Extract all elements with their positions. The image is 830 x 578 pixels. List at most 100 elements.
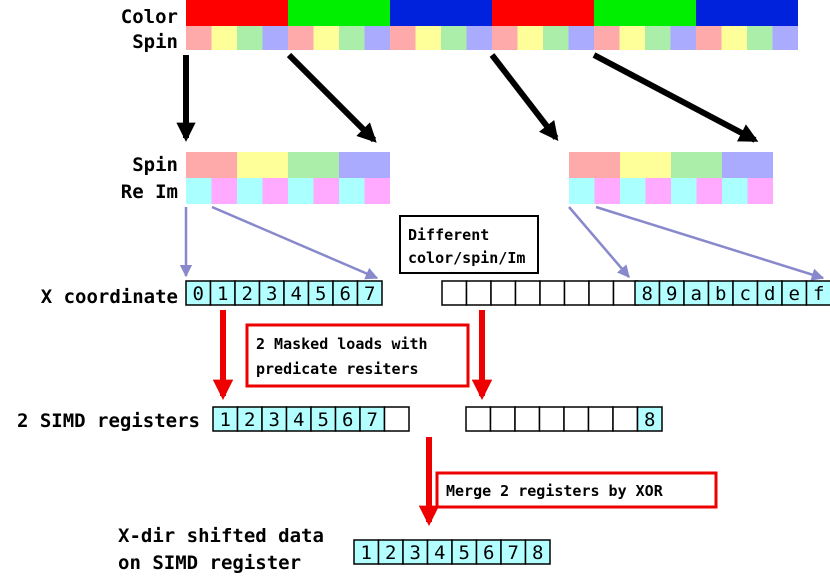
reim-cell <box>620 178 646 204</box>
register-cell <box>465 280 492 306</box>
spin-cell-top <box>186 26 212 50</box>
spin-strip-top <box>186 26 798 50</box>
reim-cell <box>211 178 237 204</box>
register-cell-value: b <box>715 283 726 305</box>
spin-cell-top <box>645 26 671 50</box>
register-cell <box>658 280 685 306</box>
reim-cell <box>339 178 365 204</box>
register-cell <box>707 280 734 306</box>
register-cell-value: 7 <box>364 283 375 305</box>
different-box: Different color/spin/Im <box>399 215 539 274</box>
merge-text: Merge 2 registers by XOR <box>446 482 664 500</box>
register-cell-value: 6 <box>340 283 351 305</box>
register-cell-value: 5 <box>315 283 326 305</box>
register-cell-value: f <box>813 283 824 305</box>
color-block-green-1 <box>288 0 390 26</box>
register-cell <box>539 280 566 306</box>
reim-cell <box>645 178 671 204</box>
simd-registers-label: 2 SIMD registers <box>17 410 200 432</box>
register-cell-value: 1 <box>220 409 231 431</box>
reim-cell <box>747 178 773 204</box>
masked-line2: predicate resiters <box>256 360 419 378</box>
reim-cell <box>696 178 722 204</box>
black-arrow-4 <box>592 52 759 143</box>
register-cell <box>489 406 516 432</box>
register-cell-value: 2 <box>242 283 253 305</box>
shifted-label-line2: on SIMD register <box>118 552 301 574</box>
register-cell-value: 0 <box>193 283 204 305</box>
register-cell <box>402 539 429 565</box>
register-cell <box>756 280 783 306</box>
register-cell-value: e <box>789 283 800 305</box>
color-block-blue-1 <box>390 0 492 26</box>
spin-cell-mid <box>237 152 288 178</box>
spin-cell-top <box>721 26 747 50</box>
register-cell <box>781 280 808 306</box>
simd-register-right: 8 <box>465 406 663 432</box>
color-strip <box>186 0 798 26</box>
purple-arrow-3 <box>568 206 630 278</box>
register-cell <box>588 280 615 306</box>
color-block-red-1 <box>186 0 288 26</box>
register-cell-value: 3 <box>266 283 277 305</box>
reim-cell <box>364 178 390 204</box>
register-cell-value: c <box>740 283 751 305</box>
spin-strip-mid-left <box>186 152 390 178</box>
reim-strip-left <box>186 178 390 204</box>
register-cell-value: 4 <box>434 542 445 564</box>
register-cell <box>465 406 492 432</box>
spin-cell-top <box>364 26 390 50</box>
register-cell <box>634 280 661 306</box>
register-cell-value: 2 <box>385 542 396 564</box>
register-cell <box>353 539 380 565</box>
spin-cell-top <box>696 26 722 50</box>
spin-cell-top <box>772 26 798 50</box>
register-cell-value: 3 <box>269 409 280 431</box>
register-cell-value: 1 <box>217 283 228 305</box>
register-cell <box>334 406 361 432</box>
color-block-red-2 <box>492 0 594 26</box>
reim-cell <box>288 178 314 204</box>
register-cell <box>612 406 639 432</box>
register-cell <box>359 406 386 432</box>
reim-cell <box>569 178 595 204</box>
spin-cell-top <box>594 26 620 50</box>
register-cell-value: 7 <box>508 542 519 564</box>
register-cell <box>356 280 383 306</box>
register-cell-value: 1 <box>361 542 372 564</box>
shifted-label-line1: X-dir shifted data <box>118 525 324 547</box>
spin-label-mid: Spin <box>132 154 178 176</box>
reim-strip-right <box>569 178 773 204</box>
register-cell-value: 5 <box>318 409 329 431</box>
register-cell-value: 9 <box>666 283 677 305</box>
purple-arrow-2 <box>211 205 379 280</box>
spin-cell-top <box>237 26 263 50</box>
register-cell <box>441 280 468 306</box>
register-cell-value: a <box>691 283 702 305</box>
register-cell-value: 8 <box>532 542 543 564</box>
register-cell-value: 8 <box>644 409 655 431</box>
masked-line1: 2 Masked loads with <box>256 335 428 353</box>
spin-cell-top <box>619 26 645 50</box>
x-coordinate-register-empty <box>441 280 639 306</box>
register-cell <box>805 280 830 306</box>
black-arrow-3 <box>489 53 559 142</box>
spin-cell-mid <box>620 152 671 178</box>
spin-cell-top <box>543 26 569 50</box>
register-cell-value: 8 <box>642 283 653 305</box>
spin-cell-mid <box>671 152 722 178</box>
reim-cell <box>594 178 620 204</box>
spin-cell-mid <box>722 152 773 178</box>
reim-cell <box>262 178 288 204</box>
spin-label-top: Spin <box>132 31 178 53</box>
spin-cell-top <box>670 26 696 50</box>
spin-cell-top <box>441 26 467 50</box>
register-cell-value: 2 <box>244 409 255 431</box>
reim-cell <box>186 178 212 204</box>
different-line2: color/spin/Im <box>408 249 525 267</box>
spin-cell-top <box>492 26 518 50</box>
spin-strip-mid-right <box>569 152 773 178</box>
x-coordinate-label: X coordinate <box>41 286 178 308</box>
spin-cell-top <box>517 26 543 50</box>
